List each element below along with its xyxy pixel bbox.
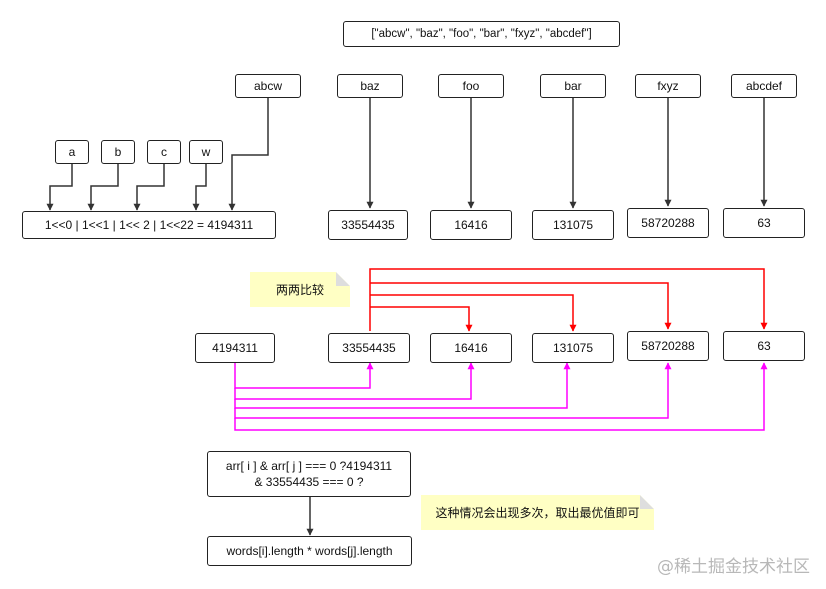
compare-box-4194311: 4194311 [195, 333, 275, 363]
arrow-b-to-bitmask [87, 164, 119, 211]
note-multiple-occurrences: 这种情况会出现多次，取出最优值即可 [421, 495, 654, 530]
note-multiple-occurrences-text: 这种情况会出现多次，取出最优值即可 [435, 506, 640, 520]
condition-box: arr[ i ] & arr[ j ] === 0 ?4194311 & 335… [207, 451, 411, 497]
note-pairwise-compare: 两两比较 [250, 272, 350, 307]
red-to-131075 [370, 294, 577, 332]
magenta-to-58720288 [234, 362, 672, 419]
watermark: @稀土掘金技术社区 [657, 557, 810, 577]
red-to-58720288 [370, 282, 672, 330]
letter-box-c: c [147, 140, 181, 164]
mask-box-abcdef: 63 [723, 208, 805, 238]
arrow-a-to-bitmask [46, 164, 73, 211]
red-to-63 [369, 268, 768, 331]
red-to-16416 [370, 306, 473, 332]
word-box-foo: foo [438, 74, 504, 98]
result-expression-box: words[i].length * words[j].length [207, 536, 412, 566]
mask-box-foo: 16416 [430, 210, 512, 240]
letter-box-b: b [101, 140, 135, 164]
bitmask-expression-box: 1<<0 | 1<<1 | 1<< 2 | 1<<22 = 4194311 [22, 211, 276, 239]
words-array-box: ["abcw", "baz", "foo", "bar", "fxyz", "a… [343, 21, 620, 47]
letter-box-a: a [55, 140, 89, 164]
arrow-c-to-bitmask [133, 164, 165, 211]
note-pairwise-compare-text: 两两比较 [275, 283, 324, 297]
mask-box-bar: 131075 [532, 210, 614, 240]
word-box-fxyz: fxyz [635, 74, 701, 98]
word-box-bar: bar [540, 74, 606, 98]
condition-line-2: & 33554435 === 0 ? [254, 475, 364, 489]
compare-box-131075: 131075 [532, 333, 614, 363]
magenta-to-131075 [234, 362, 571, 409]
magenta-to-63 [234, 362, 768, 431]
compare-box-63: 63 [723, 331, 805, 361]
magenta-to-33554435 [234, 362, 374, 389]
mask-box-baz: 33554435 [328, 210, 408, 240]
magenta-to-16416 [234, 362, 475, 400]
arrow-abcw-to-bitmask [228, 97, 269, 211]
word-box-abcw: abcw [235, 74, 301, 98]
arrow-w-to-bitmask [192, 163, 207, 211]
mask-box-fxyz: 58720288 [627, 208, 709, 238]
compare-box-16416: 16416 [430, 333, 512, 363]
condition-line-1: arr[ i ] & arr[ j ] === 0 ?4194311 [225, 459, 393, 473]
compare-box-33554435: 33554435 [328, 333, 410, 363]
word-box-abcdef: abcdef [731, 74, 797, 98]
compare-box-58720288: 58720288 [627, 331, 709, 361]
word-box-baz: baz [337, 74, 403, 98]
letter-box-w: w [189, 140, 223, 164]
